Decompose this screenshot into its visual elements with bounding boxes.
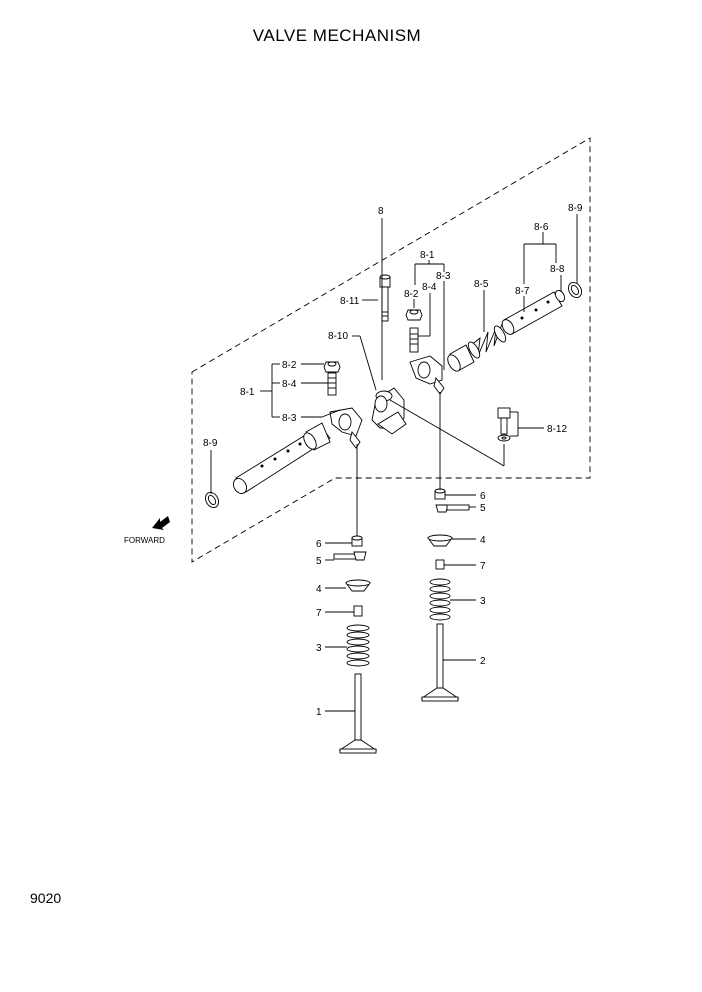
right-adjust-screw: [409, 327, 419, 353]
page-title: VALVE MECHANISM: [252, 26, 422, 45]
label-8-8: 8-8: [550, 264, 565, 275]
right-collet: [435, 504, 470, 513]
label-center-5: 5: [316, 556, 322, 567]
label-8-9-left: 8-9: [203, 438, 218, 449]
label-center-4: 4: [316, 584, 322, 595]
center-stem-seal: [353, 605, 363, 617]
label-center-6: 6: [316, 539, 322, 550]
left-snap-ring: [204, 492, 220, 508]
center-valve-cap: [351, 535, 363, 547]
label-right-4: 4: [480, 535, 486, 546]
label-center-3: 3: [316, 643, 322, 654]
right-valve-spring: [429, 578, 451, 621]
label-right-6: 6: [480, 491, 486, 502]
label-8-1-left: 8-1: [240, 387, 255, 398]
label-8-12: 8-12: [547, 424, 567, 435]
bracket-bolt: [497, 407, 511, 435]
label-8-2-top: 8-2: [404, 289, 419, 300]
right-valve: [420, 623, 460, 702]
center-collet: [333, 551, 367, 561]
label-8-2-left: 8-2: [282, 360, 297, 371]
center-valve: [338, 673, 378, 754]
shaft-plug: [554, 289, 566, 303]
left-bushing: [303, 422, 331, 451]
assembly-boundary: [191, 137, 591, 563]
left-rocker-arm: [329, 407, 363, 449]
center-spring-retainer: [345, 579, 371, 592]
label-8: 8: [378, 206, 384, 217]
label-8-7: 8-7: [515, 286, 530, 297]
label-8-4-top: 8-4: [422, 282, 437, 293]
right-rocker-arm: [409, 355, 445, 395]
leader-lines: [210, 214, 578, 712]
support-bolt: [379, 274, 391, 322]
label-right-3: 3: [480, 596, 486, 607]
right-rocker-shaft: [501, 291, 563, 335]
label-8-3-top: 8-3: [436, 271, 451, 282]
label-right-2: 2: [480, 656, 486, 667]
label-right-7: 7: [480, 561, 486, 572]
label-8-3-left: 8-3: [282, 413, 297, 424]
right-snap-ring: [567, 282, 583, 298]
label-center-1: 1: [316, 707, 322, 718]
label-8-9-right: 8-9: [568, 203, 583, 214]
forward-arrow-icon: [152, 516, 170, 530]
left-lock-nut: [323, 361, 341, 373]
right-stem-seal: [435, 559, 445, 570]
label-8-10: 8-10: [328, 331, 348, 342]
rocker-spring: [467, 323, 507, 359]
page-number: 9020: [30, 890, 62, 906]
label-8-5: 8-5: [474, 279, 489, 290]
right-valve-cap: [434, 488, 446, 500]
bracket-washer: [497, 434, 511, 442]
center-valve-spring: [346, 624, 370, 667]
label-8-1-top: 8-1: [420, 250, 435, 261]
rocker-shaft-support: [371, 387, 407, 435]
right-bushing: [447, 344, 475, 372]
left-adjust-screw: [327, 372, 337, 396]
label-right-5: 5: [480, 503, 486, 514]
right-lock-nut: [405, 309, 423, 321]
label-8-6: 8-6: [534, 222, 549, 233]
label-8-4-left: 8-4: [282, 379, 297, 390]
label-center-7: 7: [316, 608, 322, 619]
right-spring-retainer: [427, 534, 453, 547]
label-8-11: 8-11: [340, 296, 360, 307]
forward-label: FORWARD: [124, 536, 165, 545]
